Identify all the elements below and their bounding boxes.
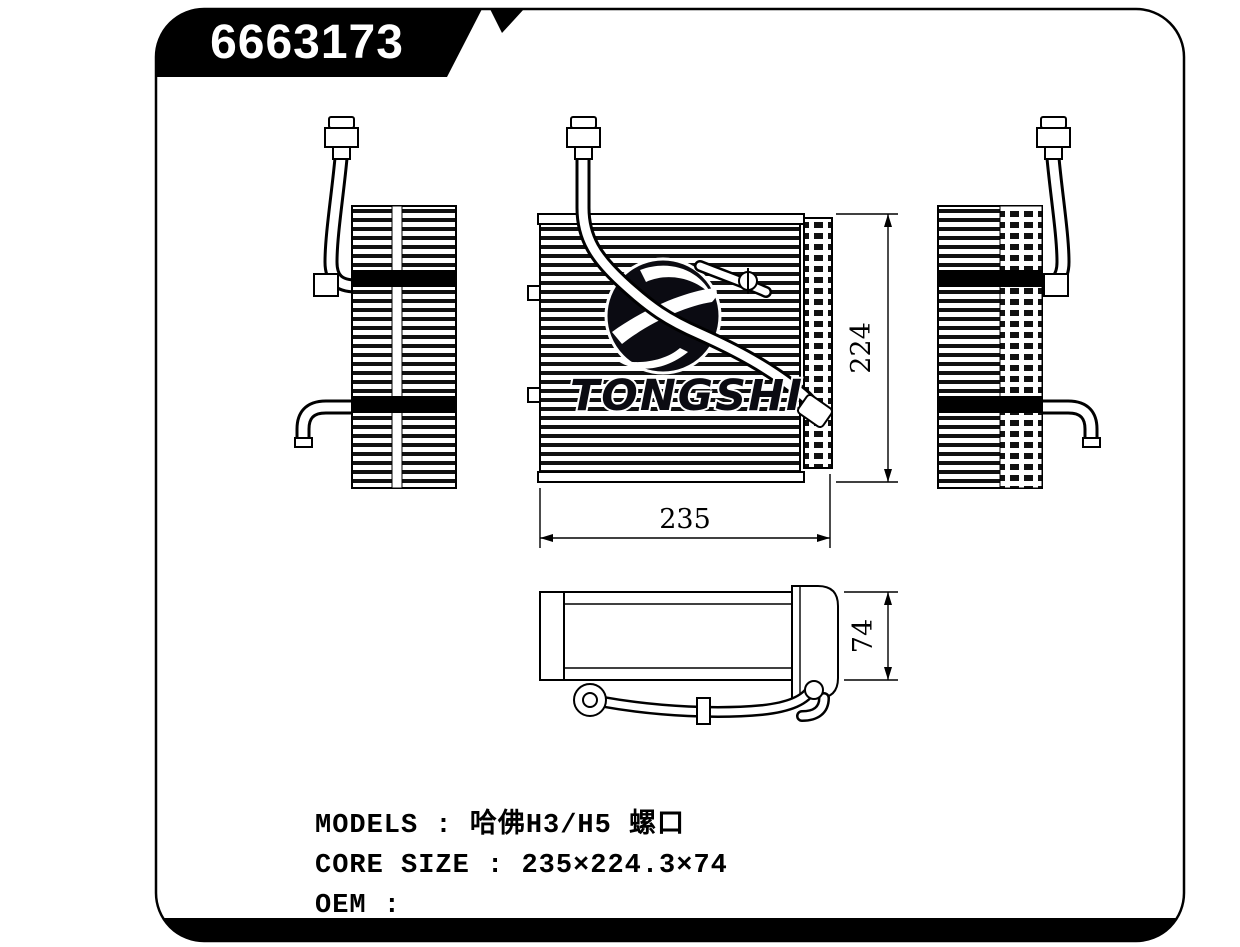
footer-bar [156,918,1184,941]
mount-tab [527,285,541,301]
spec-oem: OEM : [315,886,728,926]
pipe-connector [324,116,359,160]
outlet-fitting [796,393,834,429]
spec-oem-label: OEM [315,891,367,921]
mount-band [938,270,1042,287]
left-side-view [294,116,457,489]
pipe-clamp [696,697,711,725]
top-view [539,585,839,725]
mount-band [352,396,456,413]
left-core-fins [351,205,457,489]
bottom-plate [537,471,805,483]
dimension-depth: 74 [844,591,898,681]
mount-band [938,396,1042,413]
pipe-nut [1043,273,1069,297]
part-number: 6663173 [210,16,404,69]
pipe-connector [566,116,601,160]
front-view: TONGSHI [527,116,834,483]
pipe-nut [313,273,339,297]
spec-separator: : [366,891,419,921]
mount-band [352,270,456,287]
right-side-view [937,116,1101,489]
sheet-frame: 6663173 [154,7,1186,943]
banner-notch [490,9,524,33]
spec-models: MODELS : 哈佛H3/H5 螺口 [315,806,728,846]
dimension-width: 235 [539,474,831,548]
spec-models-label: MODELS [315,811,419,841]
pipe-end-fitting [1082,437,1101,448]
spec-block: MODELS : 哈佛H3/H5 螺口 CORE SIZE : 235×224.… [315,806,728,926]
mount-tab [527,387,541,403]
pipe-end-fitting [294,437,313,448]
side-header [803,217,833,469]
dim-height-value: 224 [846,322,877,374]
dim-width-value: 235 [659,504,711,535]
spec-core-size: CORE SIZE : 235×224.3×74 [315,846,728,886]
spec-models-value: 哈佛H3/H5 螺口 [469,811,686,841]
spec-core-size-value: 235×224.3×74 [521,851,728,881]
spec-separator: : [469,851,522,881]
dimension-height: 224 [836,213,898,483]
spec-core-size-label: CORE SIZE [315,851,470,881]
dim-depth-value: 74 [848,619,879,653]
pipe-fitting [804,680,824,700]
plan-body [563,591,793,681]
logo-text: TONGSHI [570,371,804,421]
part-number-banner [156,9,482,77]
end-plate [539,591,565,681]
pipe-connector [1036,116,1071,160]
spec-separator: : [418,811,470,841]
